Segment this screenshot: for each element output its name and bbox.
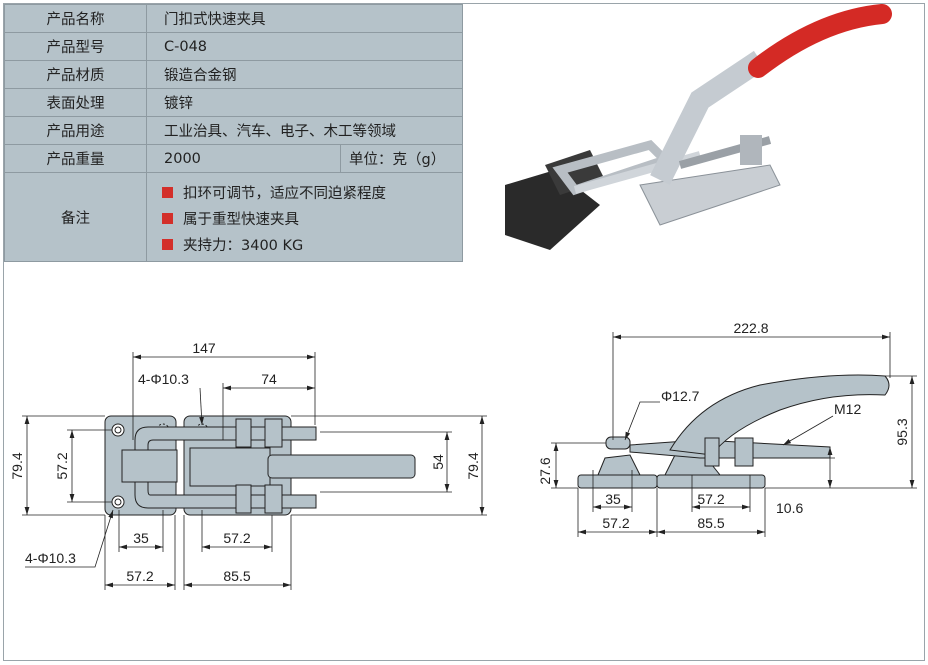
- dim-147: 147: [192, 340, 216, 356]
- label: 产品名称: [4, 4, 147, 33]
- weight-unit: 单位：克（g）: [340, 144, 463, 173]
- product-usage: 工业治具、汽车、电子、木工等领域: [146, 116, 463, 145]
- dim-57-2-base: 57.2: [602, 515, 629, 531]
- notes-cell: 扣环可调节，适应不同迫紧程度 属于重型快速夹具 夹持力：3400 KG: [146, 172, 463, 262]
- product-weight: 2000: [146, 144, 341, 173]
- product-photo: [464, 4, 924, 260]
- dim-74: 74: [261, 371, 277, 387]
- label: 产品重量: [4, 144, 147, 173]
- surface-treatment: 镀锌: [146, 88, 463, 117]
- dim-10-6: 10.6: [776, 500, 803, 516]
- dim-79-4-left: 79.4: [9, 452, 25, 479]
- dim-85-5: 85.5: [697, 515, 724, 531]
- label: 表面处理: [4, 88, 147, 117]
- dim-95-3: 95.3: [894, 418, 910, 445]
- label: 产品材质: [4, 60, 147, 89]
- product-name: 门扣式快速夹具: [146, 4, 463, 33]
- side-view-dimensions: [551, 332, 917, 537]
- dim-85-5: 85.5: [223, 568, 250, 584]
- product-material: 锻造合金钢: [146, 60, 463, 89]
- note-item: 属于重型快速夹具: [162, 205, 462, 231]
- note-text: 扣环可调节，适应不同迫紧程度: [183, 185, 386, 202]
- dim-57-2-inner: 57.2: [697, 491, 724, 507]
- dim-35: 35: [133, 530, 149, 546]
- note-item: 夹持力：3400 KG: [162, 231, 462, 257]
- side-view-drawing: [577, 374, 890, 489]
- bullet-square-icon: [162, 186, 173, 198]
- table-row: 产品用途工业治具、汽车、电子、木工等领域: [4, 116, 463, 145]
- top-view-dimensions: [22, 352, 487, 590]
- bullet-square-icon: [162, 212, 173, 224]
- table-row: 产品材质锻造合金钢: [4, 60, 463, 89]
- product-model: C-048: [146, 32, 463, 61]
- dim-54: 54: [430, 454, 446, 470]
- thread-callout: M12: [834, 401, 861, 417]
- bullet-square-icon: [162, 238, 173, 250]
- note-text: 属于重型快速夹具: [183, 211, 299, 228]
- note-item: 扣环可调节，适应不同迫紧程度: [162, 179, 462, 205]
- note-text: 夹持力：3400 KG: [183, 237, 304, 254]
- hole-callout-top: 4-Φ10.3: [138, 371, 189, 387]
- label: 产品用途: [4, 116, 147, 145]
- table-row: 表面处理镀锌: [4, 88, 463, 117]
- dim-79-4-right: 79.4: [465, 452, 481, 479]
- technical-drawings: 147 74 4-Φ10.3 4-Φ10.3 79.4 57.2 54 79.4…: [9, 320, 917, 590]
- label: 产品型号: [4, 32, 147, 61]
- dim-222-8: 222.8: [733, 320, 768, 336]
- label: 备注: [4, 172, 147, 262]
- table-row: 产品名称门扣式快速夹具: [4, 4, 463, 33]
- hole-callout-bottom: 4-Φ10.3: [25, 550, 76, 566]
- sheet-frame: [3, 3, 925, 661]
- dim-57-2-base: 57.2: [126, 568, 153, 584]
- pin-diameter-callout: Φ12.7: [661, 388, 700, 404]
- table-row: 备注 扣环可调节，适应不同迫紧程度 属于重型快速夹具 夹持力：3400 KG: [4, 172, 463, 262]
- dim-57-2-vertical: 57.2: [54, 452, 70, 479]
- top-view-drawing: [104, 415, 416, 516]
- dim-57-2-inner: 57.2: [223, 530, 250, 546]
- dim-27-6: 27.6: [537, 457, 553, 484]
- dim-35: 35: [605, 491, 621, 507]
